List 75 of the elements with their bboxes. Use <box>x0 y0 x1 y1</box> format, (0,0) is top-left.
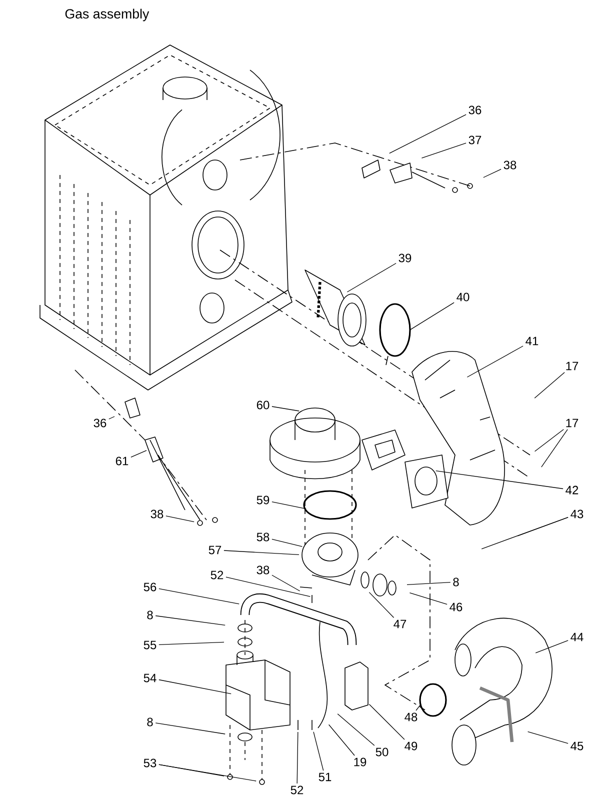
callout-number: 46 <box>450 602 462 612</box>
leader-line <box>406 582 451 586</box>
callout-number: 17 <box>566 418 578 428</box>
leader-line <box>410 302 454 330</box>
callout-number: 43 <box>570 510 584 518</box>
callout-number: 45 <box>570 742 584 750</box>
callout-number: 8 <box>147 718 153 726</box>
leader-line <box>409 592 448 605</box>
callout-number: 57 <box>208 546 222 554</box>
callout-number: 55 <box>144 640 156 650</box>
leader-line <box>224 550 300 556</box>
leader-line <box>534 429 564 452</box>
callout-number: 40 <box>456 292 470 302</box>
leader-line <box>527 731 568 744</box>
leader-line <box>296 732 298 784</box>
callout-number: 38 <box>150 510 164 518</box>
callout-number: 56 <box>144 582 156 592</box>
leader-line <box>272 574 300 592</box>
leader-line <box>481 516 568 550</box>
callout-number: 50 <box>376 748 388 756</box>
leader-line <box>272 502 306 510</box>
leader-line <box>368 704 405 740</box>
leader-line <box>416 704 421 711</box>
callout-number: 36 <box>94 418 106 428</box>
leader-line <box>158 679 232 694</box>
callout-number: 19 <box>354 758 366 766</box>
callout-number: 37 <box>468 136 482 144</box>
callout-number: 52 <box>290 786 304 794</box>
leader-line <box>389 114 466 154</box>
callout-number: 59 <box>256 496 270 504</box>
leader-line <box>541 429 568 468</box>
leader-line <box>436 470 564 490</box>
callout-number: 44 <box>570 632 584 642</box>
callout-number: 58 <box>256 532 270 542</box>
leader-line <box>130 450 147 458</box>
leader-line <box>535 640 568 654</box>
callout-number: 41 <box>526 336 538 346</box>
callout-number: 8 <box>147 610 153 620</box>
callout-number: 61 <box>116 456 128 466</box>
callout-number: 47 <box>394 620 406 628</box>
leader-line <box>155 615 226 626</box>
callout-number: 39 <box>398 254 412 262</box>
leader-line <box>368 592 394 618</box>
callout-number: 36 <box>468 106 482 114</box>
callout-number: 52 <box>210 570 224 580</box>
leader-line <box>328 724 355 756</box>
leader-line <box>272 406 300 412</box>
leader-line <box>534 372 565 398</box>
callout-number: 38 <box>504 160 516 170</box>
leader-line <box>155 722 226 734</box>
leader-line <box>108 416 115 420</box>
leader-line <box>272 538 303 547</box>
callout-number: 8 <box>453 578 459 586</box>
leader-line <box>337 714 375 746</box>
leader-line <box>166 516 194 522</box>
callout-number: 49 <box>404 742 418 750</box>
leader-line <box>466 346 524 378</box>
callout-number: 17 <box>566 362 578 370</box>
leader-line <box>346 262 396 292</box>
leader-line <box>158 588 240 604</box>
callout-number: 54 <box>144 674 156 682</box>
callout-number: 48 <box>404 712 418 722</box>
callout-number: 42 <box>566 486 578 494</box>
leader-line <box>158 764 256 782</box>
leader-line <box>158 642 224 645</box>
callout-number: 53 <box>144 758 156 768</box>
callout-number: 38 <box>256 566 270 574</box>
leader-line <box>313 731 324 771</box>
title: Gas assembly <box>65 8 150 22</box>
leader-line <box>517 516 568 536</box>
leader-line <box>483 168 502 178</box>
leader-line <box>226 576 311 597</box>
leader-line <box>421 142 466 158</box>
callout-number: 51 <box>318 772 332 782</box>
callout-number: 60 <box>256 400 270 410</box>
